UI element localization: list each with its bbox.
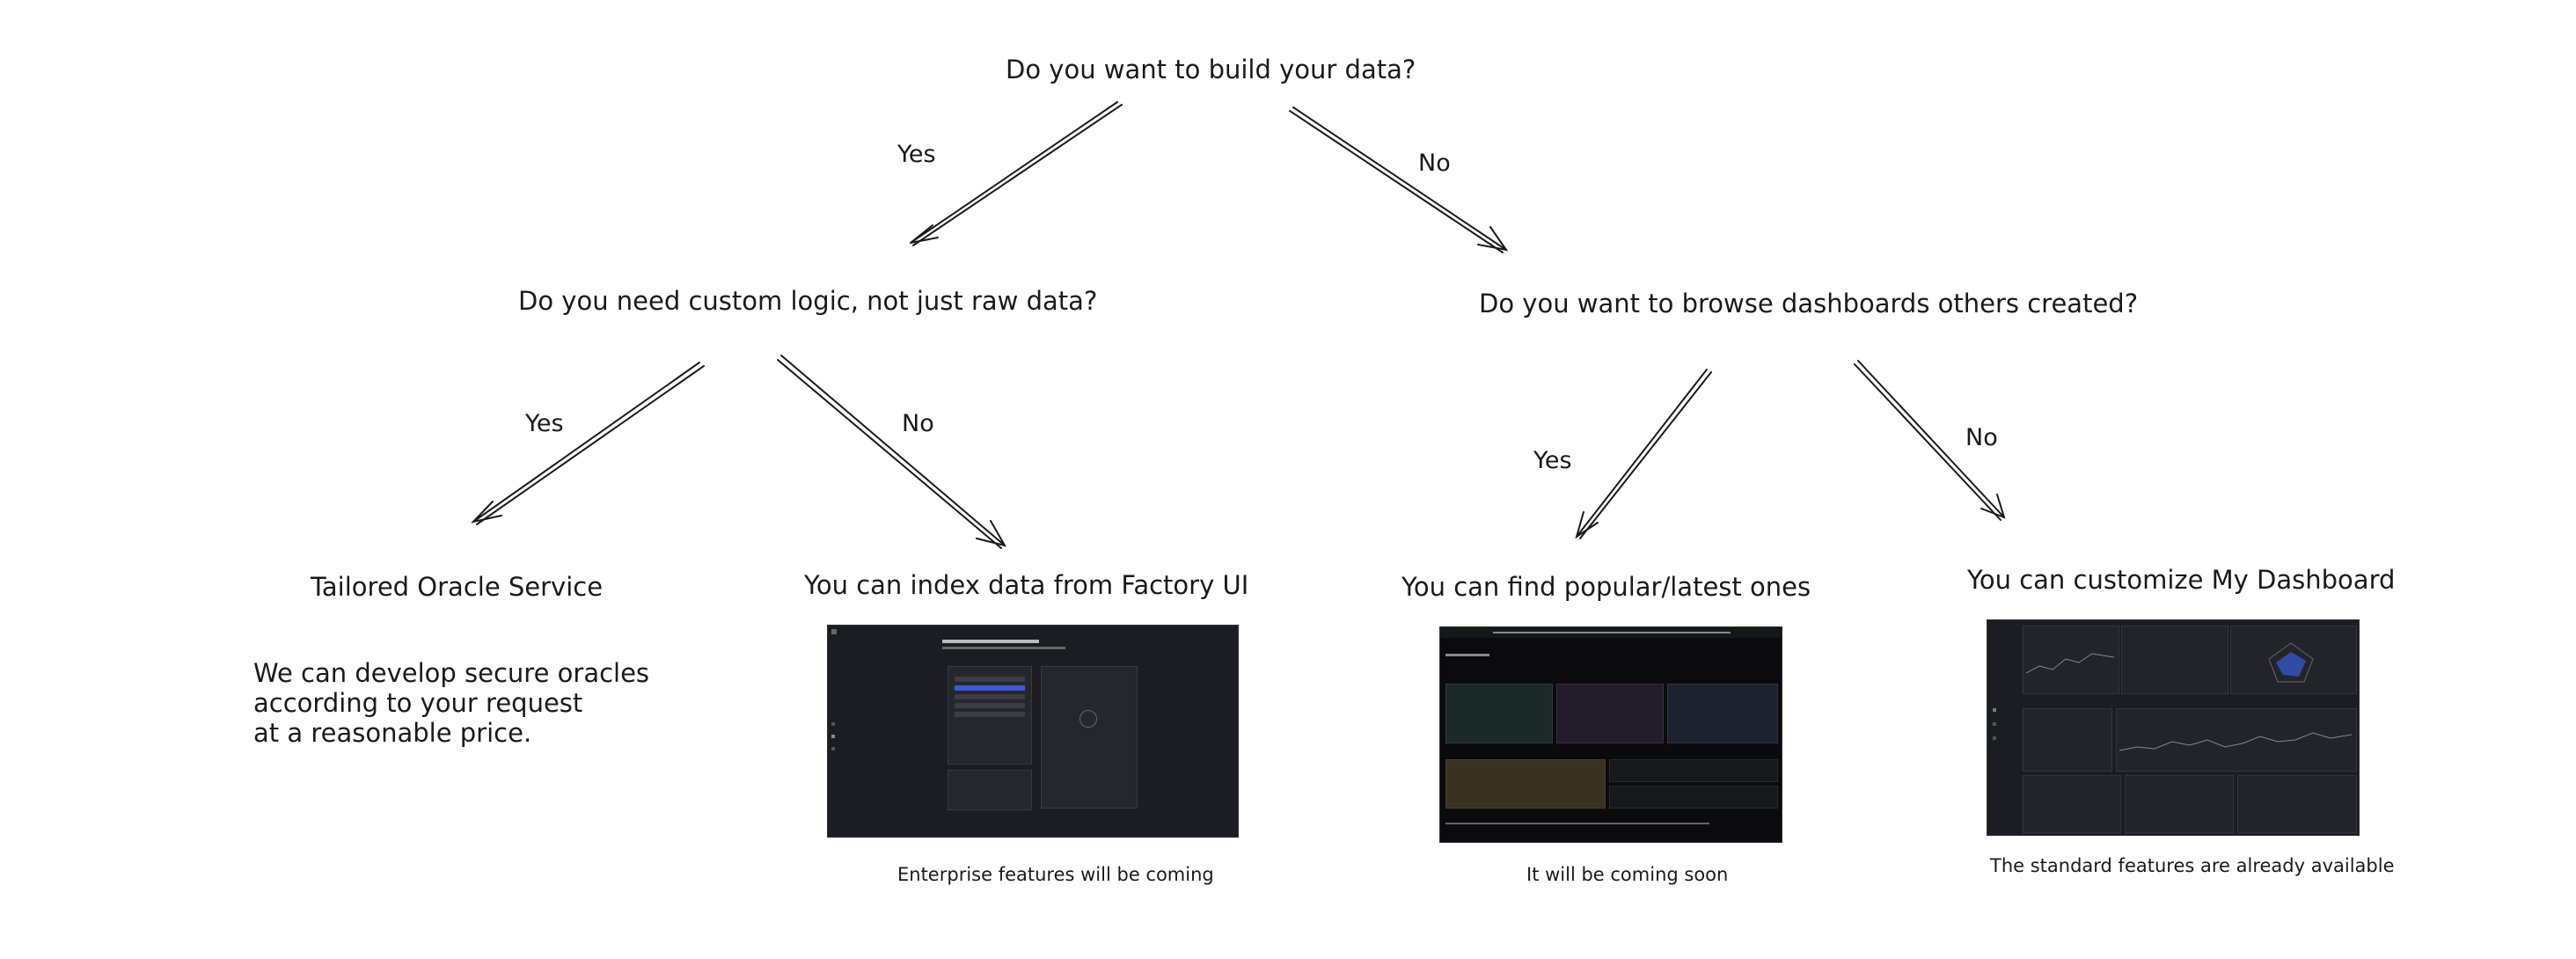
popular-dashboards-screenshot [1439, 626, 1782, 843]
arrow-root-no [1289, 106, 1509, 253]
factory-caption: Enterprise features will be coming [897, 864, 1214, 885]
left-question: Do you need custom logic, not just raw d… [518, 286, 1098, 316]
leaf-title-dashboard: You can customize My Dashboard [1967, 565, 2396, 595]
leaf-title-oracle: Tailored Oracle Service [311, 572, 604, 602]
mini-line-chart [2119, 732, 2352, 751]
mini-radar-chart [2268, 642, 2314, 683]
edge-label-yes: Yes [897, 141, 936, 168]
popular-caption: It will be coming soon [1526, 864, 1729, 885]
edge-label-yes: Yes [525, 410, 564, 437]
right-question: Do you want to browse dashboards others … [1479, 289, 2139, 318]
arrow-right-yes [1575, 369, 1712, 539]
root-question: Do you want to build your data? [1006, 55, 1416, 84]
oracle-note: We can develop secure oracles according … [253, 658, 650, 748]
my-dashboard-screenshot [1987, 619, 2360, 836]
arrow-right-no [1854, 360, 2006, 521]
leaf-title-factory: You can index data from Factory UI [804, 570, 1249, 600]
edge-label-no: No [1418, 150, 1451, 177]
leaf-title-popular: You can find popular/latest ones [1401, 572, 1811, 602]
edge-label-yes: Yes [1533, 447, 1572, 474]
edge-label-no: No [902, 410, 934, 437]
edge-label-no: No [1965, 424, 1998, 451]
arrow-left-no [777, 355, 1007, 549]
factory-ui-screenshot [827, 625, 1239, 838]
arrow-root-yes [910, 101, 1123, 246]
dashboard-caption: The standard features are already availa… [1990, 855, 2395, 876]
arrow-left-yes [471, 362, 705, 525]
mini-line-chart [2026, 653, 2114, 674]
